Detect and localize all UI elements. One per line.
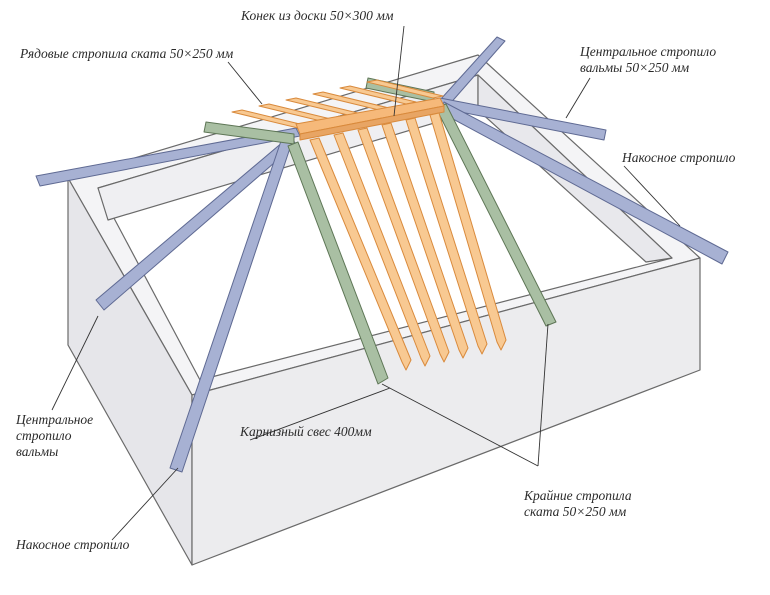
ridge-board-side [299, 105, 445, 141]
label-hip-central-rafter-left: Центральное стропило вальмы [16, 412, 93, 460]
leader-edge-rafters-a [381, 383, 539, 467]
common-rafter-front-3 [357, 127, 450, 363]
label-hip-central-right-line1: Центральное стропило [580, 44, 717, 59]
leader-common-rafters [227, 61, 263, 105]
leader-ridge [393, 25, 405, 117]
label-edge-rafters-line2: ската 50×250 мм [524, 504, 627, 519]
label-hip-central-rafter-right: Центральное стропило вальмы 50×250 мм [580, 44, 716, 76]
label-common-rafters: Рядовые стропила ската 50×250 мм [20, 46, 234, 61]
common-rafter-front-6 [429, 112, 507, 351]
leader-lines [51, 25, 681, 541]
common-rafter-front-1 [309, 137, 412, 371]
wall-front-face [191, 257, 701, 566]
leader-edge-rafters-b [537, 323, 549, 467]
label-ridge-board: Конек из доски 50×300 мм [241, 8, 394, 23]
common-rafter-front-5 [405, 117, 488, 355]
label-hip-central-left-line2: стропило [16, 428, 72, 443]
wood-members [231, 79, 507, 371]
leader-hip-central-right [565, 77, 591, 119]
leader-hip-central-left [51, 315, 99, 411]
leader-diagonal-left [111, 467, 179, 541]
common-rafter-back-6 [366, 79, 444, 99]
label-edge-rafters-line1: Крайние стропила [524, 488, 632, 503]
label-hip-central-right-line2: вальмы 50×250 мм [580, 60, 690, 75]
hip-rafters [35, 36, 729, 473]
edge-rafters [203, 77, 557, 385]
edge-rafter-front-left [287, 141, 389, 385]
label-hip-central-left-line1: Центральное [16, 412, 94, 427]
common-rafter-front-2 [333, 132, 431, 367]
label-hip-central-left-line3: вальмы [16, 444, 59, 459]
leader-diagonal-right [623, 165, 681, 227]
label-eave-overhang: Карнизный свес 400мм [240, 424, 372, 439]
common-rafter-front-4 [381, 122, 469, 359]
label-edge-rafters: Крайние стропила ската 50×250 мм [524, 488, 632, 520]
leader-eave-overhang [249, 387, 391, 441]
label-diagonal-rafter-left: Накосное стропило [16, 537, 130, 552]
label-diagonal-rafter-right: Накосное стропило [622, 150, 736, 165]
